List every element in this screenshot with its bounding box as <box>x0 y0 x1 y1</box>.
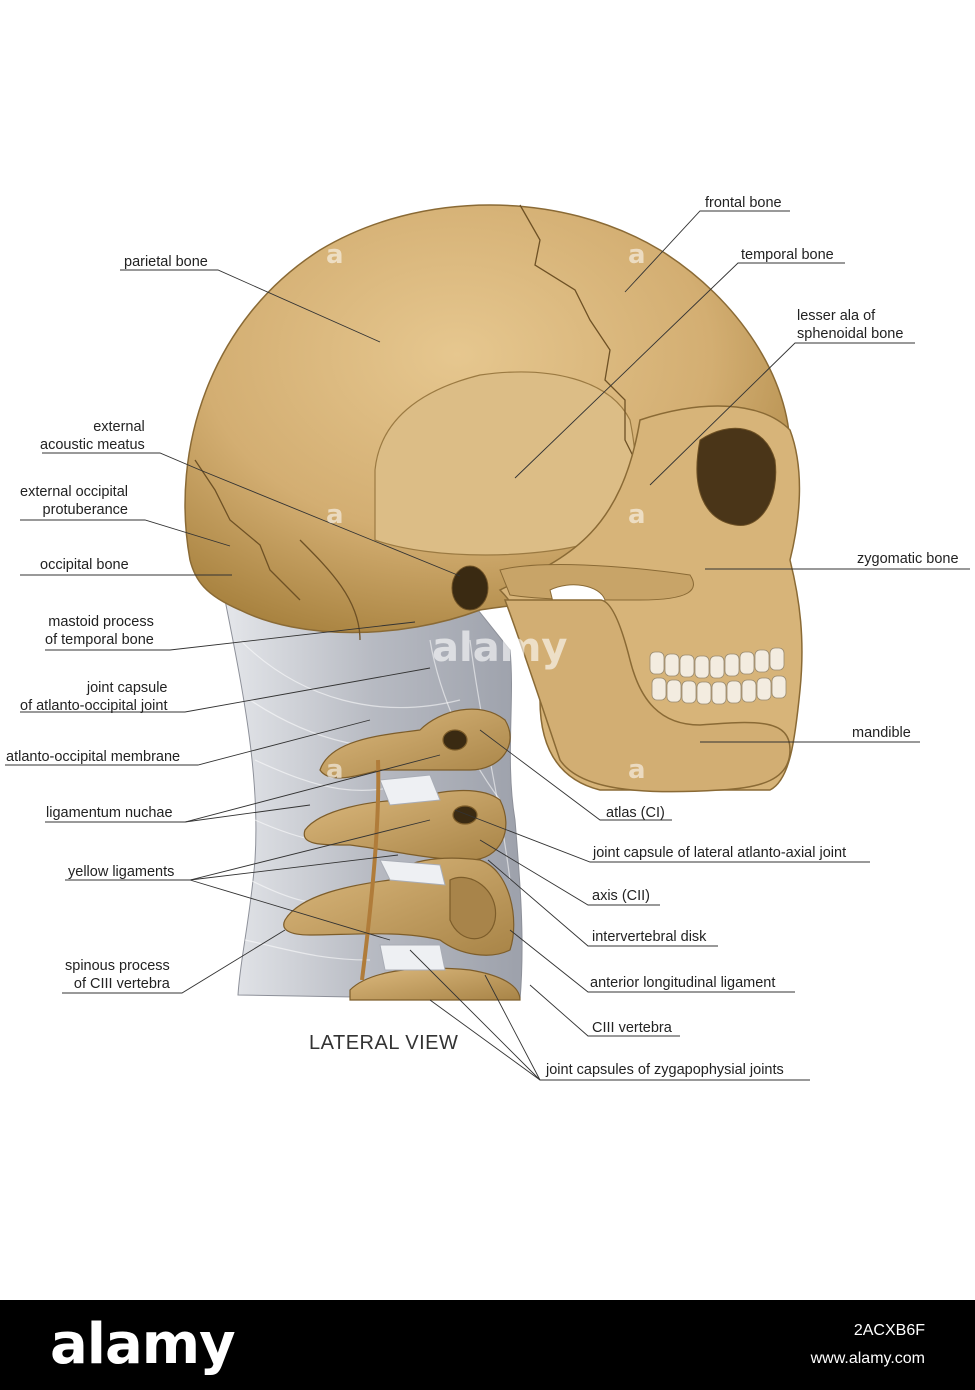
temporal-squama <box>374 371 637 556</box>
label-mastoid-process: mastoid process of temporal bone <box>45 614 154 648</box>
label-occipital-bone: occipital bone <box>40 557 129 573</box>
teeth <box>649 647 787 705</box>
label-mandible: mandible <box>852 725 911 741</box>
watermark-mark: a <box>326 240 344 270</box>
mandible <box>503 599 791 793</box>
label-joint-capsule-atlanto-occipital: joint capsule of atlanto-occipital joint <box>20 680 168 714</box>
image-code: 2ACXB6F <box>853 1322 925 1339</box>
orbit <box>696 427 777 527</box>
watermark-mark: a <box>628 240 646 270</box>
sutures <box>194 204 646 641</box>
cervical-vertebrae <box>283 708 521 1001</box>
watermark-mark: a <box>326 755 344 785</box>
label-zygapophysial-joints: joint capsules of zygapophysial joints <box>546 1062 784 1078</box>
leader-lines <box>5 210 970 1081</box>
label-anterior-longitudinal-ligament: anterior longitudinal ligament <box>590 975 776 991</box>
label-intervertebral-disk: intervertebral disk <box>592 929 707 945</box>
label-external-acoustic-meatus: external acoustic meatus <box>40 419 145 453</box>
skull-illustration <box>5 204 970 1081</box>
label-zygomatic-bone: zygomatic bone <box>857 551 959 567</box>
spinous-process-ligament <box>360 759 381 981</box>
alamy-logo: alamy <box>50 1312 236 1377</box>
anatomy-figure: a a a a a a alamy parietal bone external… <box>5 195 970 1081</box>
watermark-mark: a <box>628 755 646 785</box>
watermark-mark: a <box>326 500 344 530</box>
label-yellow-ligaments: yellow ligaments <box>68 864 175 880</box>
site-url: www.alamy.com <box>810 1350 925 1367</box>
acoustic-meatus <box>451 565 489 611</box>
label-frontal-bone: frontal bone <box>705 195 782 211</box>
label-spinous-process-ciii: spinous process of CIII vertebra <box>65 958 170 992</box>
watermark-logo-center: alamy <box>432 625 568 671</box>
watermark-mark: a <box>628 500 646 530</box>
c4-vertebra <box>349 967 521 1001</box>
label-temporal-bone: temporal bone <box>741 247 834 263</box>
intervertebral-disks <box>379 774 446 971</box>
watermark-footer <box>0 1300 975 1390</box>
label-parietal-bone: parietal bone <box>124 254 208 270</box>
label-ciii-vertebra: CIII vertebra <box>592 1020 672 1036</box>
label-atlanto-occipital-membrane: atlanto-occipital membrane <box>6 749 181 765</box>
label-atlas: atlas (CI) <box>606 805 665 821</box>
label-external-occipital-protuberance: external occipital protuberance <box>20 484 128 518</box>
label-joint-capsule-atlanto-axial: joint capsule of lateral atlanto-axial j… <box>593 845 847 861</box>
label-lesser-ala-sphenoidal: lesser ala of sphenoidal bone <box>797 308 904 342</box>
view-title: LATERAL VIEW <box>309 1032 459 1054</box>
label-ligamentum-nuchae: ligamentum nuchae <box>46 805 173 821</box>
label-axis: axis (CII) <box>592 888 650 904</box>
